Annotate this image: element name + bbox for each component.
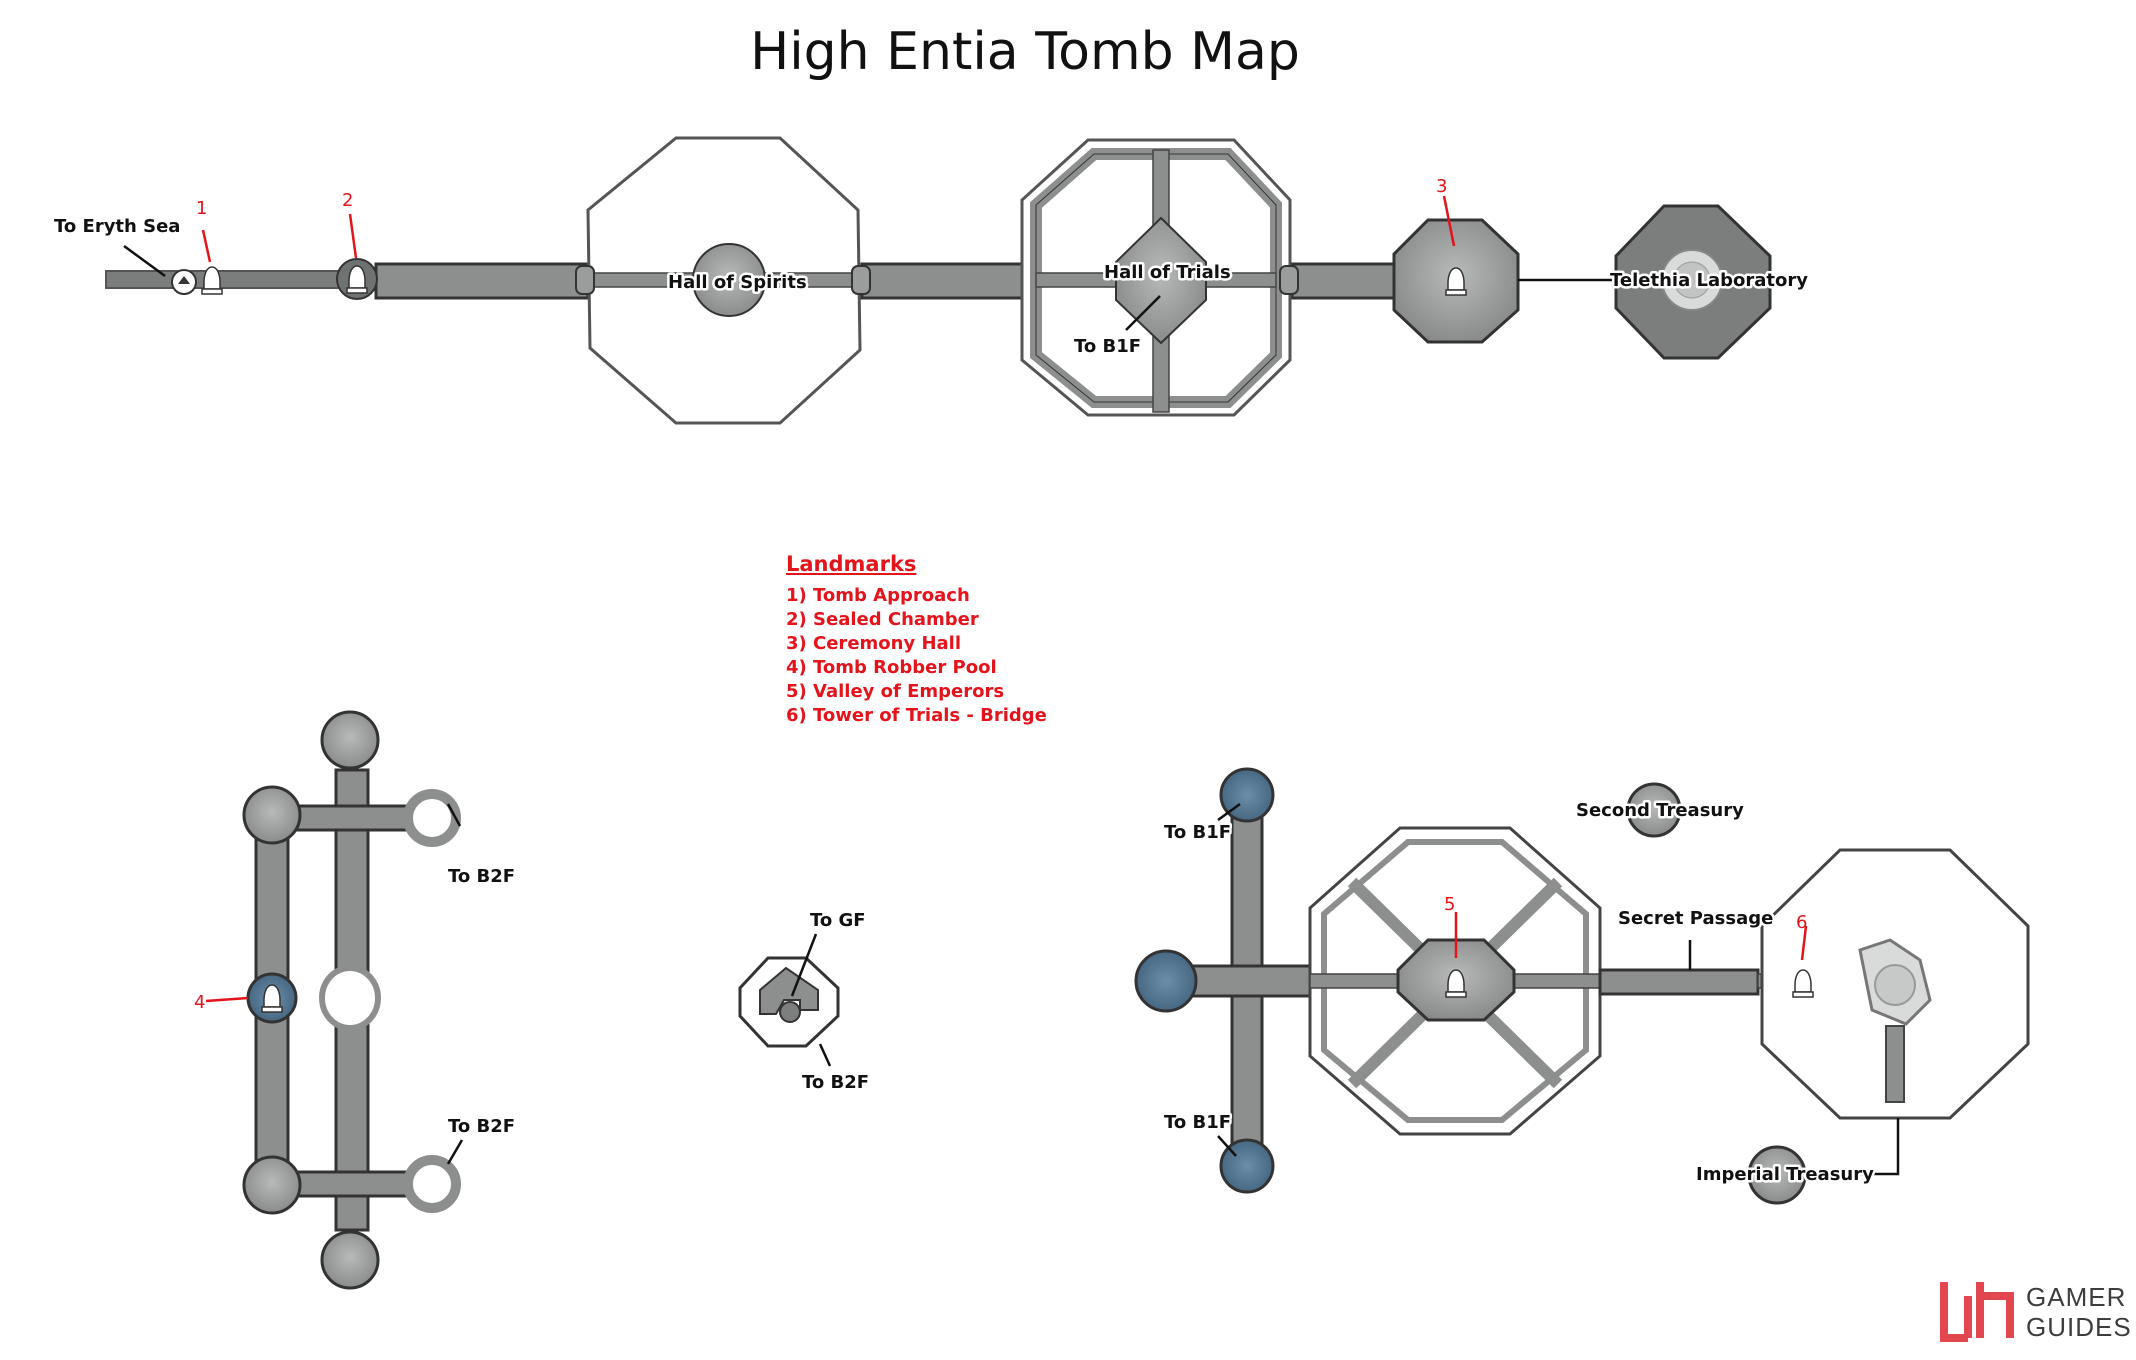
floor-connector <box>738 933 840 1067</box>
b1f-room-bottom <box>320 1230 380 1290</box>
b1f-room-ne <box>403 789 461 847</box>
legend-item: 1) Tomb Approach <box>786 585 970 606</box>
label-to-b2f-small[interactable]: To B2F <box>800 1070 872 1096</box>
label-to-b2f-upper[interactable]: To B2F <box>446 864 518 890</box>
label-to-b2f-lower[interactable]: To B2F <box>446 1114 518 1140</box>
label-imperial-treasury[interactable]: Imperial Treasury <box>1694 1162 1877 1188</box>
label-to-gf[interactable]: To GF <box>808 908 869 934</box>
label-to-b1f-top[interactable]: To B1F <box>1072 334 1144 360</box>
label-telethia-laboratory[interactable]: Telethia Laboratory <box>1608 268 1811 294</box>
marker-number-4: 4 <box>194 992 205 1013</box>
corridor-spirits-east <box>860 262 1026 300</box>
landmark-icon-2[interactable] <box>336 258 378 300</box>
brand-line-1: GAMER <box>2026 1282 2127 1312</box>
marker-number-1: 1 <box>196 198 207 219</box>
hall-of-spirits-dais <box>692 243 766 317</box>
label-to-eryth-sea[interactable]: To Eryth Sea <box>52 214 183 240</box>
b1f-room-nw <box>242 785 302 845</box>
marker-number-6: 6 <box>1796 912 1807 933</box>
corridor-spirits-west <box>374 262 590 300</box>
label-hall-of-spirits[interactable]: Hall of Spirits <box>666 270 810 296</box>
legend-item: 3) Ceremony Hall <box>786 633 962 654</box>
hall-of-trials-dais <box>1115 216 1207 345</box>
marker-number-5: 5 <box>1444 894 1455 915</box>
save-point-icon-1[interactable] <box>171 269 197 295</box>
legend-item: 5) Valley of Emperors <box>786 681 1005 702</box>
label-to-b1f-lower[interactable]: To B1F <box>1162 1110 1234 1136</box>
second-treasury-room <box>1626 782 1682 838</box>
label-to-b1f-upper[interactable]: To B1F <box>1162 820 1234 846</box>
floor-b1f <box>205 710 464 1290</box>
b1f-room-sw <box>242 1155 302 1215</box>
tomb-approach-corridor <box>105 270 377 289</box>
legend-heading: Landmarks <box>786 552 917 576</box>
gamer-guides-logo: GAMER GUIDES <box>1938 1278 2131 1348</box>
label-secret-passage[interactable]: Secret Passage <box>1616 906 1776 932</box>
corridor-trials-east <box>1290 262 1404 300</box>
label-second-treasury[interactable]: Second Treasury <box>1574 798 1747 824</box>
marker-number-3: 3 <box>1436 176 1447 197</box>
b2f-pool-west <box>1134 949 1198 1013</box>
label-hall-of-trials[interactable]: Hall of Trials <box>1102 260 1234 286</box>
b1f-room-se <box>403 1155 461 1213</box>
tomb-robber-pool[interactable] <box>246 972 298 1024</box>
legend-item: 2) Sealed Chamber <box>786 609 979 630</box>
marker-number-2: 2 <box>342 190 353 211</box>
landmarks-legend: Landmarks 1) Tomb Approach 2) Sealed Cha… <box>786 552 1047 728</box>
legend-item: 4) Tomb Robber Pool <box>786 657 997 678</box>
legend-item: 6) Tower of Trials - Bridge <box>786 705 1047 726</box>
floor-gf <box>105 136 1772 425</box>
b1f-room-top <box>320 710 380 770</box>
gamer-guides-emblem-icon <box>1940 1282 2014 1342</box>
map-labels: To Eryth Sea Hall of Spirits Hall of Tri… <box>52 176 1877 1188</box>
secret-passage-corridor <box>1598 968 1760 996</box>
brand-text: GAMER GUIDES <box>2026 1282 2132 1342</box>
map-title: High Entia Tomb Map <box>750 22 1300 82</box>
imperial-treasury-room <box>1747 1145 1807 1205</box>
floor-b2f <box>1134 767 2030 1205</box>
brand-line-2: GUIDES <box>2026 1312 2132 1342</box>
